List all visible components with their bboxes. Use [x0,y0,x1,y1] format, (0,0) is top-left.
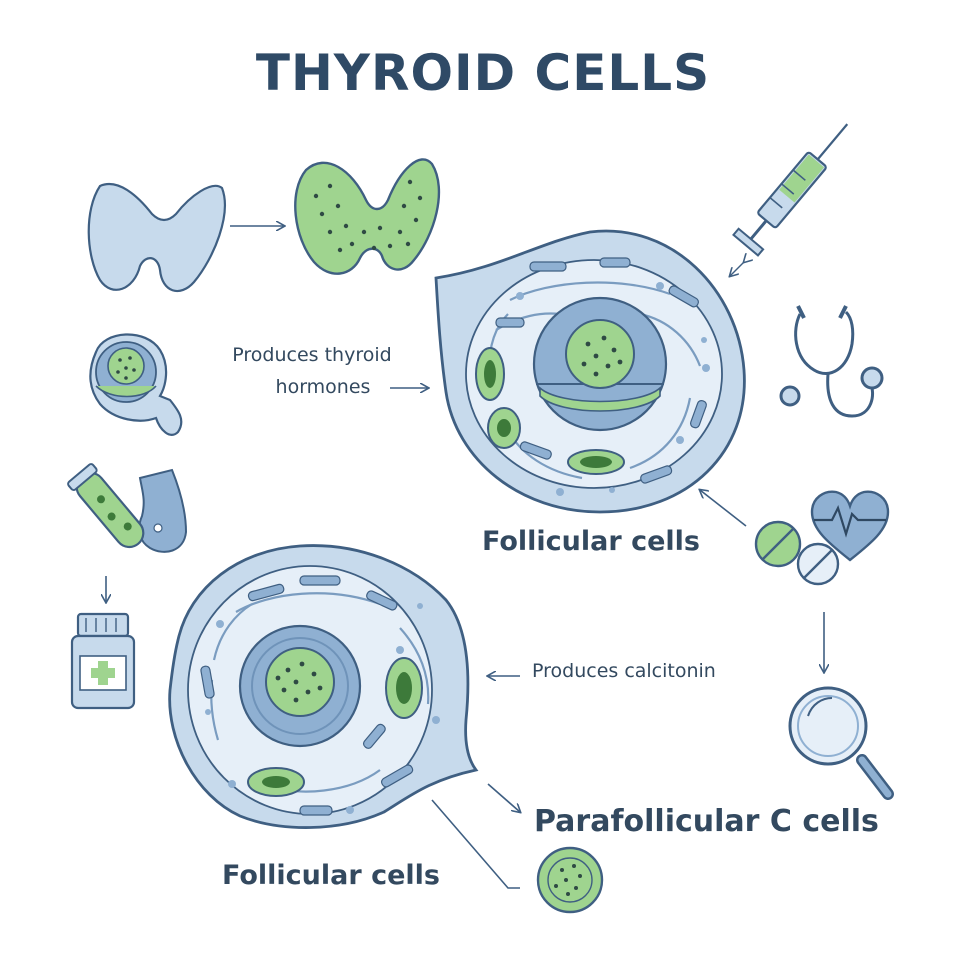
follicular-cell-bottom [168,544,479,829]
arrow-pills-to-cell [700,490,747,527]
label-follicular-cells-bottom: Follicular cells [222,860,440,891]
magnifying-glass-icon [788,686,894,800]
arrow-to-parafollicular [487,783,520,812]
thyroid-gland-green-icon [294,158,441,275]
pills-icon [754,520,840,586]
thyroid-gland-outline-icon [87,183,226,293]
stethoscope-icon [779,305,884,418]
label-follicular-cells-top: Follicular cells [482,526,700,557]
test-tube-tissue-icon [67,463,188,553]
label-produces-thyroid-line2: hormones [275,376,371,398]
arrow-syringe-double [730,262,744,276]
medicine-bottle-icon [70,612,136,710]
follicular-cell-top [434,229,746,514]
heart-pulse-icon [810,490,890,562]
connector-to-small-cell [431,799,520,889]
label-produces-calcitonin: Produces calcitonin [532,660,716,682]
page-title: THYROID CELLS [255,44,711,102]
label-parafollicular-c-cells: Parafollicular C cells [534,804,879,839]
cell-cross-section-icon [89,333,183,436]
small-green-cell-icon [536,846,604,914]
label-produces-thyroid-line1: Produces thyroid [232,344,392,366]
syringe-icon [732,123,849,257]
